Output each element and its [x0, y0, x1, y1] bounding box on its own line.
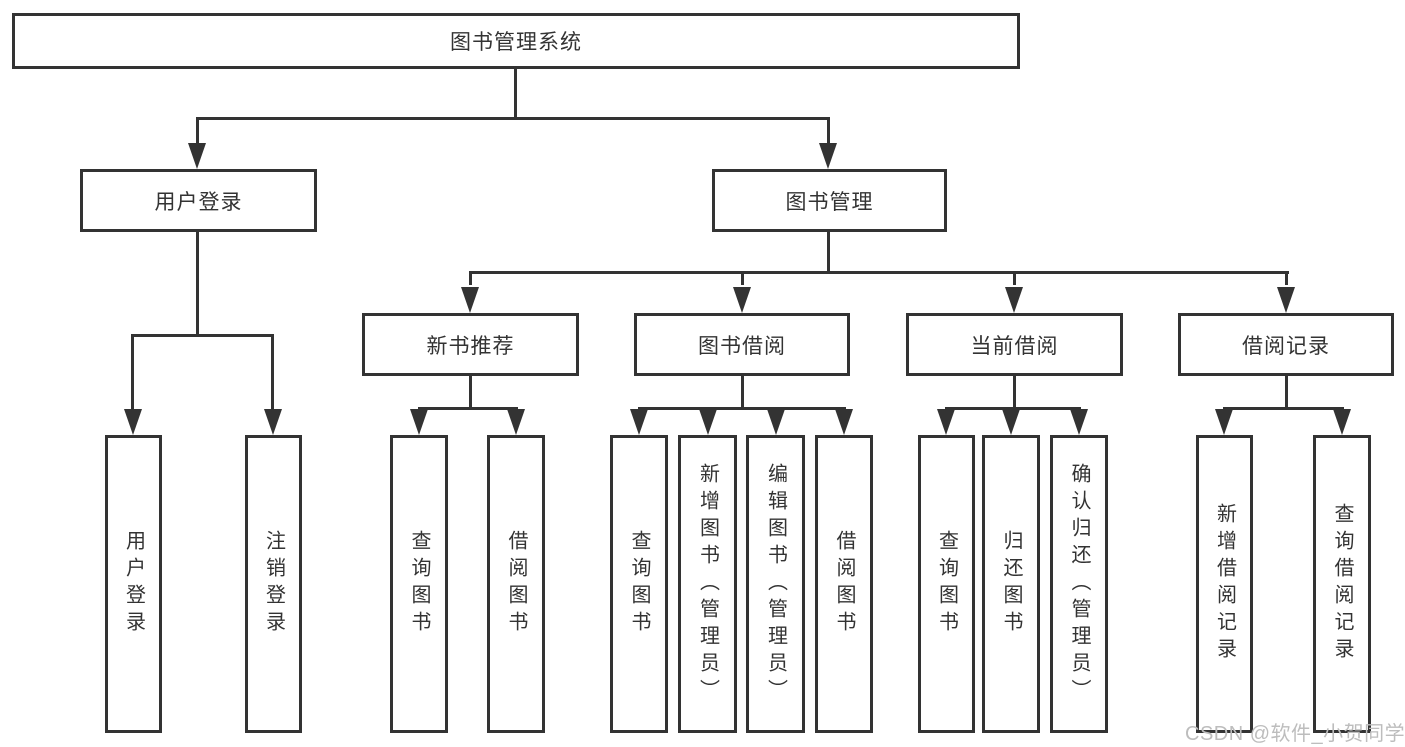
connector-line: [418, 407, 518, 410]
arrowhead-down-icon: [937, 409, 955, 435]
arrowhead-down-icon: [1333, 409, 1351, 435]
arrowhead-down-icon: [630, 409, 648, 435]
leaf-query-books-current: 查询图书: [918, 435, 975, 733]
connector-line: [514, 69, 517, 118]
arrowhead-down-icon: [1277, 287, 1295, 313]
connector-line: [196, 117, 199, 147]
node-borrowing-records-label: 借阅记录: [1242, 334, 1330, 358]
leaf-borrow-books-borrowing: 借阅图书: [815, 435, 873, 733]
node-book-management-label: 图书管理: [785, 190, 874, 214]
arrowhead-down-icon: [1005, 287, 1023, 313]
leaf-return-books-label: 归还图书: [1000, 530, 1022, 638]
node-book-borrowing-label: 图书借阅: [698, 334, 786, 358]
leaf-confirm-return-admin-label: 确认归还（管理员）: [1068, 462, 1090, 706]
connector-line: [827, 232, 830, 274]
connector-line: [196, 232, 199, 337]
connector-line: [469, 376, 472, 409]
connector-line: [741, 376, 744, 409]
arrowhead-down-icon: [699, 409, 717, 435]
node-new-book-recommendation: 新书推荐: [362, 313, 579, 376]
leaf-query-books-recommend-label: 查询图书: [408, 530, 430, 638]
connector-line: [741, 271, 744, 285]
leaf-logout-label: 注销登录: [262, 530, 285, 638]
leaf-logout: 注销登录: [245, 435, 302, 733]
leaf-borrow-books-recommend-label: 借阅图书: [505, 530, 527, 638]
node-current-borrowing-label: 当前借阅: [970, 334, 1059, 358]
connector-line: [131, 334, 274, 337]
connector-line: [1013, 376, 1016, 409]
node-root: 图书管理系统: [12, 13, 1020, 69]
connector-line: [1285, 271, 1288, 285]
arrowhead-down-icon: [410, 409, 428, 435]
arrowhead-down-icon: [1002, 409, 1020, 435]
connector-line: [131, 334, 134, 411]
connector-line: [827, 117, 830, 147]
node-book-management: 图书管理: [712, 169, 947, 232]
arrowhead-down-icon: [733, 287, 751, 313]
connector-line: [1285, 376, 1288, 409]
arrowhead-down-icon: [264, 409, 282, 435]
leaf-user-login-label: 用户登录: [122, 530, 145, 638]
arrowhead-down-icon: [1070, 409, 1088, 435]
connector-line: [1013, 271, 1016, 285]
arrowhead-down-icon: [767, 409, 785, 435]
leaf-add-book-admin: 新增图书（管理员）: [678, 435, 737, 733]
connector-line: [638, 407, 846, 410]
leaf-borrow-books-borrowing-label: 借阅图书: [833, 530, 855, 638]
connector-line: [271, 334, 274, 411]
connector-line: [1223, 407, 1344, 410]
arrowhead-down-icon: [124, 409, 142, 435]
leaf-query-borrow-record-label: 查询借阅记录: [1331, 503, 1353, 665]
node-user-login-label: 用户登录: [154, 190, 243, 214]
node-new-book-recommendation-label: 新书推荐: [426, 334, 515, 358]
leaf-edit-book-admin-label: 编辑图书（管理员）: [764, 462, 787, 706]
leaf-edit-book-admin: 编辑图书（管理员）: [746, 435, 805, 733]
node-current-borrowing: 当前借阅: [906, 313, 1123, 376]
watermark: CSDN @软件_小贺同学: [1185, 723, 1405, 745]
leaf-confirm-return-admin: 确认归还（管理员）: [1050, 435, 1108, 733]
leaf-add-borrow-record-label: 新增借阅记录: [1213, 503, 1236, 665]
leaf-query-books-borrowing-label: 查询图书: [628, 530, 650, 638]
connector-line: [945, 407, 1081, 410]
arrowhead-down-icon: [461, 287, 479, 313]
leaf-add-book-admin-label: 新增图书（管理员）: [696, 462, 719, 706]
node-root-label: 图书管理系统: [450, 31, 582, 54]
arrowhead-down-icon: [1215, 409, 1233, 435]
arrowhead-down-icon: [507, 409, 525, 435]
arrowhead-down-icon: [188, 143, 206, 169]
leaf-return-books: 归还图书: [982, 435, 1040, 733]
leaf-borrow-books-recommend: 借阅图书: [487, 435, 545, 733]
arrowhead-down-icon: [819, 143, 837, 169]
leaf-query-books-recommend: 查询图书: [390, 435, 448, 733]
leaf-query-books-borrowing: 查询图书: [610, 435, 668, 733]
node-user-login: 用户登录: [80, 169, 317, 232]
connector-line: [196, 117, 830, 120]
arrowhead-down-icon: [835, 409, 853, 435]
connector-line: [469, 271, 472, 285]
leaf-query-books-current-label: 查询图书: [935, 530, 958, 638]
leaf-user-login: 用户登录: [105, 435, 162, 733]
leaf-add-borrow-record: 新增借阅记录: [1196, 435, 1253, 733]
node-borrowing-records: 借阅记录: [1178, 313, 1394, 376]
leaf-query-borrow-record: 查询借阅记录: [1313, 435, 1371, 733]
connector-line: [469, 271, 1289, 274]
node-book-borrowing: 图书借阅: [634, 313, 850, 376]
